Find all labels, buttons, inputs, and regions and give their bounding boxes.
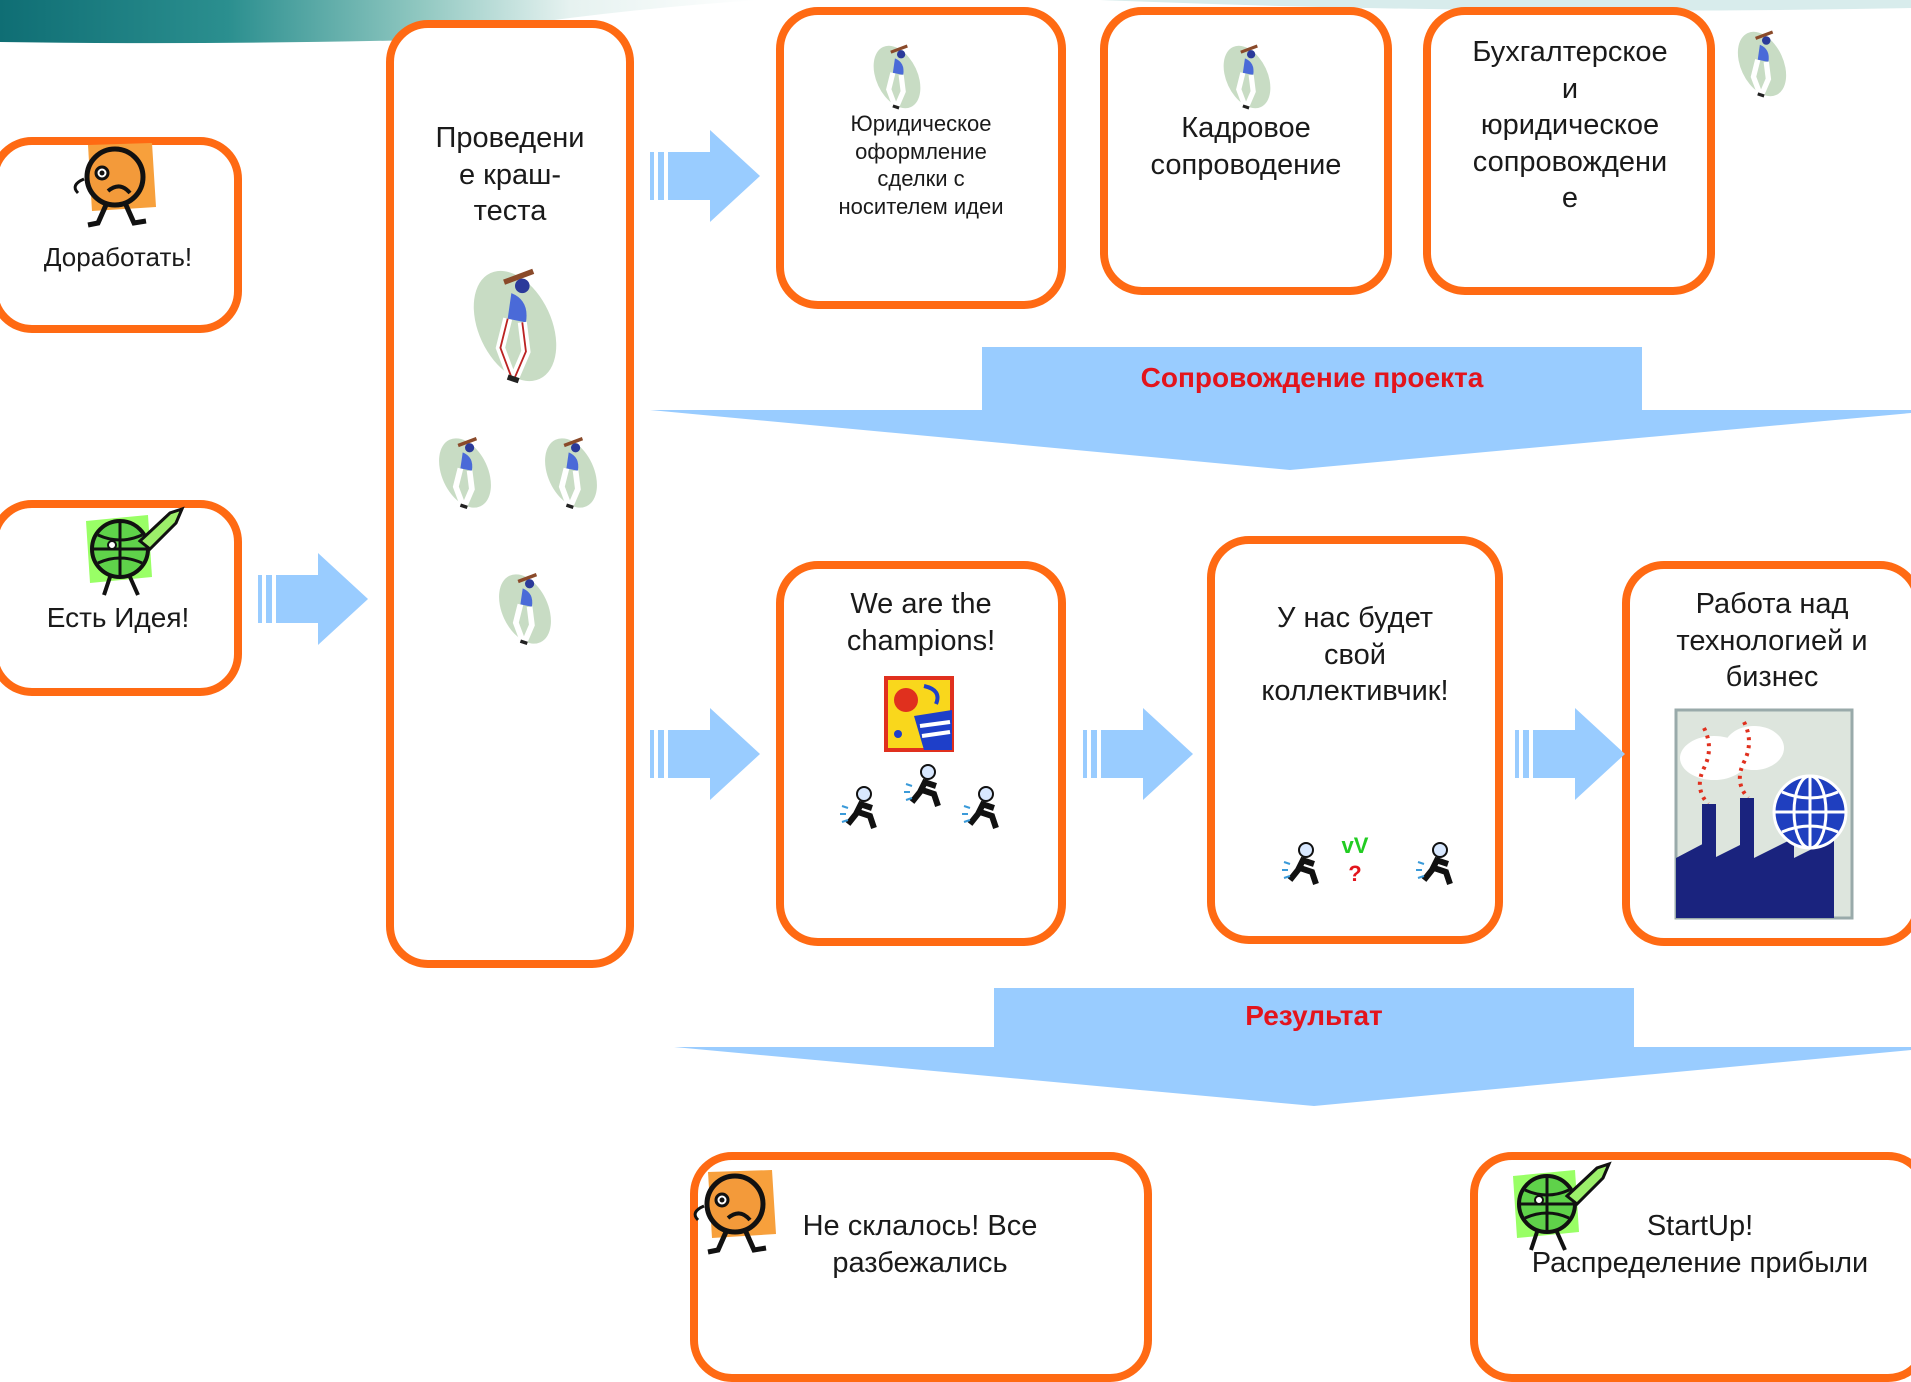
node-accounting bbox=[1423, 7, 1715, 295]
sad-face-icon bbox=[73, 143, 156, 228]
node-collective bbox=[1207, 536, 1503, 944]
label-dorabotat: Доработать! bbox=[43, 242, 193, 272]
node-champions bbox=[776, 561, 1066, 946]
globe-rocket-icon bbox=[86, 506, 185, 596]
label-collective-question: ? bbox=[1348, 861, 1362, 886]
label-failed: Не склалось! Все разбежались bbox=[802, 1210, 1038, 1279]
baseball-player-icon bbox=[873, 44, 921, 110]
label-startup: StartUp! Распределение прибыли bbox=[1531, 1210, 1869, 1279]
label-legal: Юридическое оформление сделки с носителе… bbox=[838, 111, 1004, 220]
label-champions: We are the champions! bbox=[846, 588, 996, 657]
baseball-player-icon bbox=[439, 436, 491, 510]
globe-rocket-icon bbox=[1513, 1161, 1612, 1251]
banner-result-arrow bbox=[674, 988, 1911, 1106]
arrow-champions-to-collective bbox=[1083, 708, 1193, 800]
label-collective-vv: vV bbox=[1341, 833, 1369, 858]
baseball-player-icon bbox=[499, 572, 551, 646]
baseball-player-icon bbox=[1223, 44, 1271, 110]
label-accounting: Бухгалтерское и юридическое сопровождени… bbox=[1472, 36, 1668, 215]
label-technology: Работа над технологией и бизнес bbox=[1676, 588, 1868, 694]
worker-icon bbox=[840, 786, 877, 829]
arrow-crash-to-legal bbox=[650, 130, 760, 222]
label-crash-test: Проведени е краш- теста bbox=[435, 122, 585, 228]
banner-result-label: Результат bbox=[1245, 1000, 1383, 1031]
label-collective: У нас будет свой коллективчик! bbox=[1261, 602, 1449, 708]
banner-support-label: Сопровождение проекта bbox=[1140, 362, 1484, 393]
header-swoosh-decoration bbox=[0, 0, 1911, 44]
worker-icon bbox=[1416, 842, 1453, 885]
sad-face-icon bbox=[693, 1170, 776, 1255]
celebration-card-icon bbox=[884, 676, 954, 752]
worker-icon bbox=[1282, 842, 1319, 885]
worker-icon bbox=[962, 786, 999, 829]
arrow-idea-to-crash bbox=[258, 553, 368, 645]
factory-globe-icon bbox=[1674, 708, 1854, 920]
worker-icon bbox=[904, 764, 941, 807]
arrow-collective-to-technology bbox=[1515, 708, 1625, 800]
arrow-crash-to-champions bbox=[650, 708, 760, 800]
node-legal bbox=[776, 7, 1066, 309]
baseball-player-icon bbox=[545, 436, 597, 510]
label-hr: Кадровое сопроводение bbox=[1150, 112, 1342, 181]
banner-support-arrow bbox=[650, 347, 1911, 470]
baseball-player-icon bbox=[1737, 30, 1787, 98]
label-est-ideya: Есть Идея! bbox=[46, 602, 190, 633]
baseball-player-icon bbox=[473, 268, 557, 384]
